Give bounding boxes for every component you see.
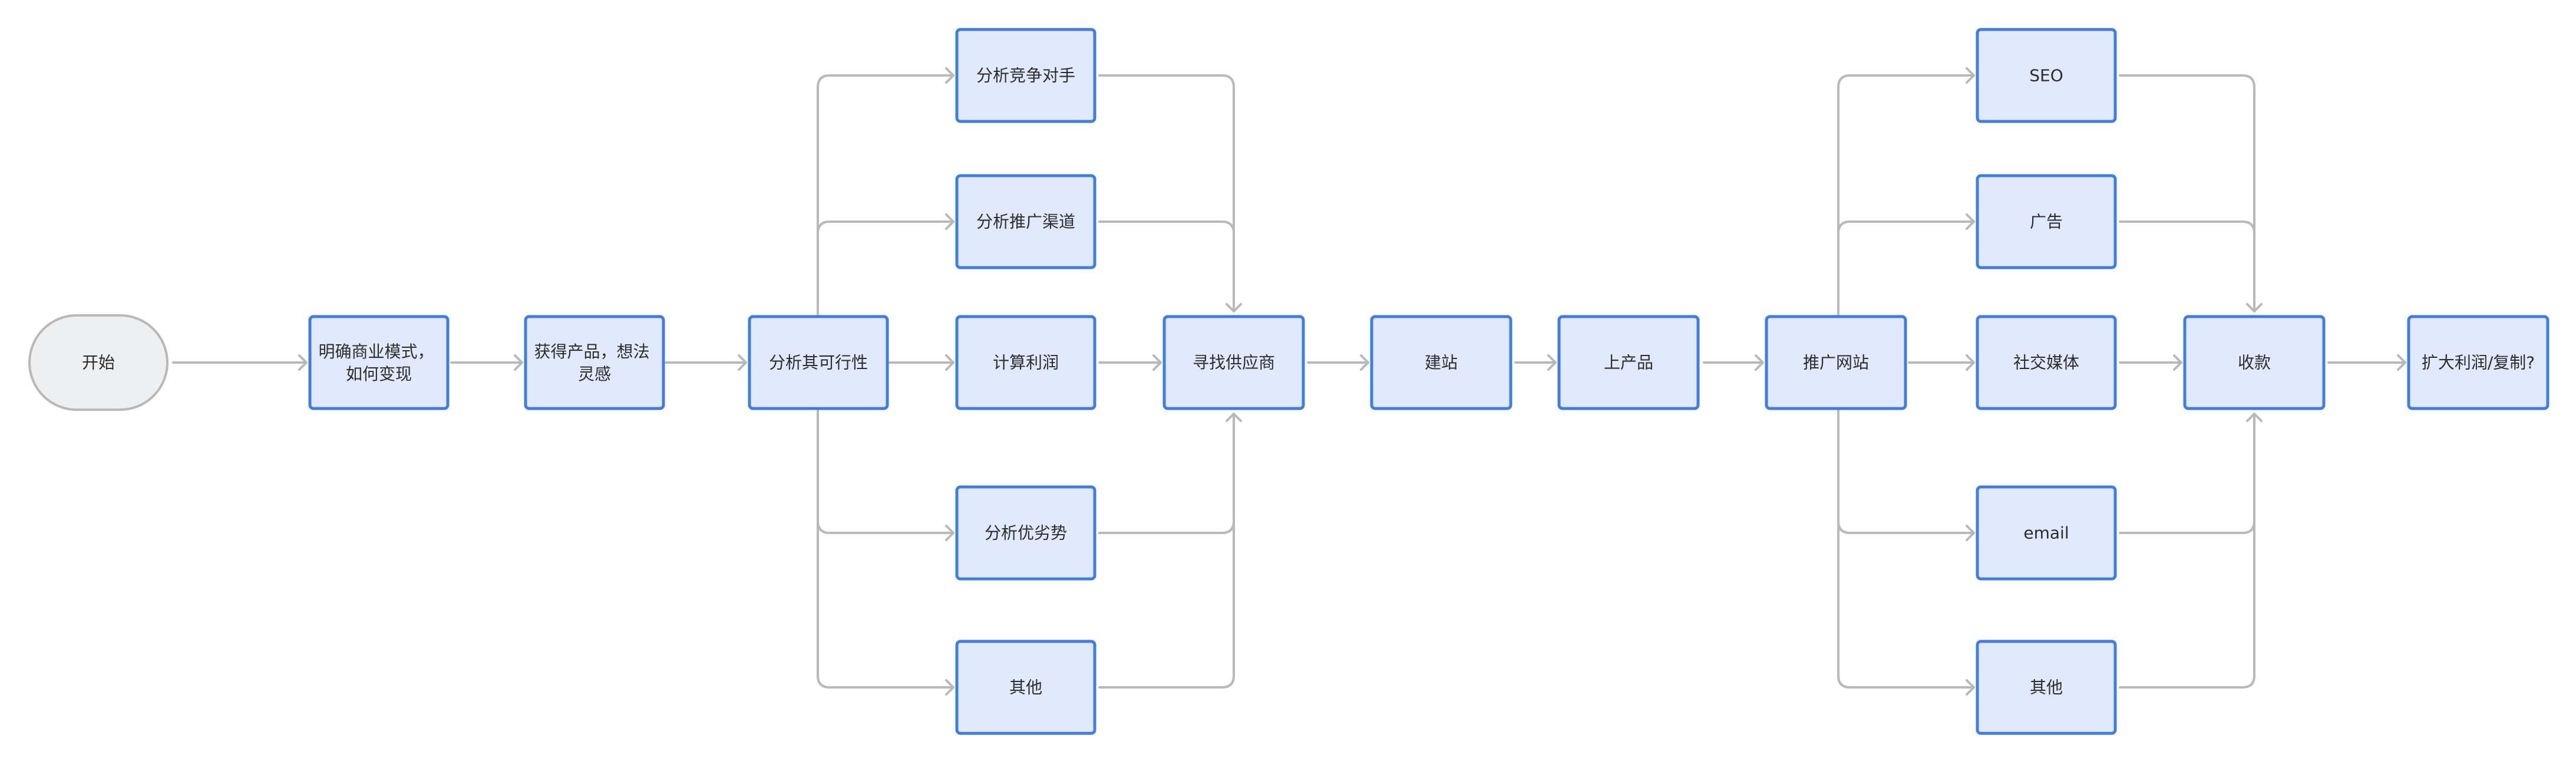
node-start-label: 开始 xyxy=(82,353,115,373)
arrowhead-list-products xyxy=(1547,354,1557,371)
node-competitors[interactable]: 分析竞争对手 xyxy=(955,28,1097,123)
node-competitors-label: 分析竞争对手 xyxy=(976,66,1075,85)
node-list-products[interactable]: 上产品 xyxy=(1557,315,1700,410)
node-swot[interactable]: 分析优劣势 xyxy=(955,485,1097,581)
arrowhead-payment-left xyxy=(2173,354,2182,371)
node-profit[interactable]: 计算利润 xyxy=(955,315,1097,410)
connector-ads-to-payment xyxy=(2119,220,2255,235)
node-feasibility-label: 分析其可行性 xyxy=(769,353,868,373)
connector-channels-to-supplier xyxy=(1098,220,1235,235)
node-seo-label: SEO xyxy=(2029,66,2063,85)
arrowhead-supplier-bottom xyxy=(1226,413,1242,422)
node-other-1[interactable]: 其他 xyxy=(955,640,1097,735)
node-group: 开始 明确商业模式， 如何变现 获得产品，想法 灵感 分析其可行性 分析竞争对手 xyxy=(28,28,2549,735)
arrowhead-build-site xyxy=(1360,354,1369,371)
node-other-2[interactable]: 其他 xyxy=(1976,640,2117,735)
node-other-2-label: 其他 xyxy=(2030,678,2063,697)
arrowhead-swot xyxy=(945,525,955,541)
node-start[interactable]: 开始 xyxy=(28,314,169,411)
node-get-product-line-1: 获得产品，想法 xyxy=(534,342,650,361)
arrowhead-supplier-top xyxy=(1226,303,1242,312)
node-scale-label: 扩大利润/复制? xyxy=(2422,353,2535,373)
arrowhead-feasibility xyxy=(738,354,747,371)
connector-feasibility-to-channels xyxy=(817,220,955,235)
node-ads[interactable]: 广告 xyxy=(1976,174,2117,269)
node-email-label: email xyxy=(2023,523,2069,543)
arrowhead-payment-bottom xyxy=(2246,413,2263,422)
node-ads-label: 广告 xyxy=(2030,212,2063,232)
arrowhead-payment-top xyxy=(2246,303,2263,312)
node-business-model-label: 明确商业模式， 如何变现 xyxy=(319,342,440,384)
connector-feasibility-to-competitors xyxy=(817,74,955,317)
arrowhead-social xyxy=(1966,354,1975,371)
node-email[interactable]: email xyxy=(1976,485,2117,581)
connector-group xyxy=(172,67,2406,696)
node-profit-label: 计算利润 xyxy=(993,353,1059,373)
arrowhead-seo xyxy=(1966,67,1975,84)
arrowhead-email xyxy=(1966,525,1975,541)
connector-competitors-to-supplier xyxy=(1098,74,1235,312)
node-social[interactable]: 社交媒体 xyxy=(1976,315,2117,410)
node-business-model[interactable]: 明确商业模式， 如何变现 xyxy=(308,315,450,410)
node-get-product-line-2: 灵感 xyxy=(578,364,611,384)
node-business-model-line-1: 明确商业模式， xyxy=(319,342,434,361)
arrowhead-other-2 xyxy=(1966,679,1975,696)
node-build-site-label: 建站 xyxy=(1425,353,1458,373)
arrowhead-business-model xyxy=(298,354,308,371)
node-payment[interactable]: 收款 xyxy=(2183,315,2326,410)
connector-email-to-payment xyxy=(2119,413,2255,534)
node-seo[interactable]: SEO xyxy=(1976,28,2117,123)
node-promote[interactable]: 推广网站 xyxy=(1765,315,1907,410)
connector-feasibility-to-swot xyxy=(817,409,955,534)
connector-promote-to-other-2 xyxy=(1837,520,1975,689)
node-supplier[interactable]: 寻找供应商 xyxy=(1162,315,1305,410)
connector-other-1-to-supplier xyxy=(1098,520,1235,689)
node-other-1-label: 其他 xyxy=(1009,678,1042,697)
node-scale[interactable]: 扩大利润/复制? xyxy=(2407,315,2549,410)
node-social-label: 社交媒体 xyxy=(2013,353,2079,373)
node-get-product-label: 获得产品，想法 灵感 xyxy=(534,342,655,384)
node-supplier-label: 寻找供应商 xyxy=(1193,353,1275,373)
node-feasibility[interactable]: 分析其可行性 xyxy=(748,315,889,410)
arrowhead-scale xyxy=(2397,354,2406,371)
arrowhead-promote xyxy=(1755,354,1764,371)
node-channels[interactable]: 分析推广渠道 xyxy=(955,174,1097,269)
connector-feasibility-to-other-1 xyxy=(817,520,955,689)
node-swot-label: 分析优劣势 xyxy=(985,523,1067,543)
node-payment-label: 收款 xyxy=(2238,353,2271,373)
arrowhead-ads xyxy=(1966,213,1975,230)
arrowhead-channels xyxy=(945,213,955,230)
connector-swot-to-supplier xyxy=(1098,413,1235,534)
connector-other-2-to-payment xyxy=(2119,520,2255,689)
node-business-model-line-2: 如何变现 xyxy=(346,364,412,384)
node-get-product[interactable]: 获得产品，想法 灵感 xyxy=(524,315,665,410)
arrowhead-profit xyxy=(945,354,955,371)
node-build-site[interactable]: 建站 xyxy=(1370,315,1512,410)
arrowhead-competitors xyxy=(945,67,955,84)
node-list-products-label: 上产品 xyxy=(1604,353,1653,373)
node-promote-label: 推广网站 xyxy=(1803,353,1869,373)
node-channels-label: 分析推广渠道 xyxy=(976,212,1075,232)
arrowhead-other-1 xyxy=(945,679,955,696)
connector-promote-to-email xyxy=(1837,409,1975,534)
arrowhead-supplier-left xyxy=(1152,354,1162,371)
connector-promote-to-seo xyxy=(1837,74,1975,317)
connector-seo-to-payment xyxy=(2119,74,2255,312)
arrowhead-get-product xyxy=(514,354,523,371)
connector-promote-to-ads xyxy=(1837,220,1975,235)
